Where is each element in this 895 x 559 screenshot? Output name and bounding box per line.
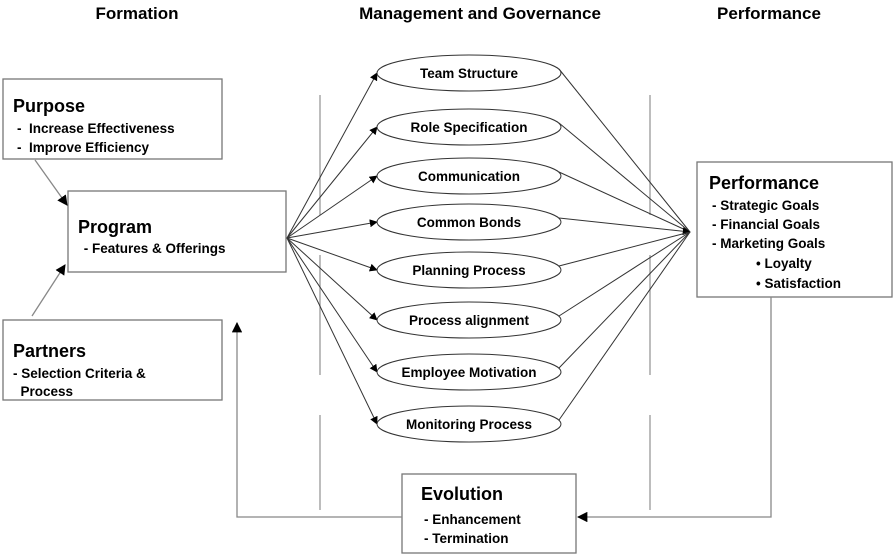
governance-element-ellipse [376,353,562,391]
governance-element-label: Role Specification [410,120,527,135]
governance-element-ellipse [376,54,562,92]
evolution-item: - Termination [424,531,509,546]
arrow-program-to-element [286,237,378,321]
line-element-to-performance [558,231,691,317]
governance-element-label: Common Bonds [417,215,521,230]
governance-element-ellipse [376,108,562,146]
arrow-program-to-element [286,237,378,425]
performance-item: - Financial Goals [712,217,820,232]
arrow-performance-to-evolution [576,297,772,523]
program-title: Program [78,217,152,237]
line-element-to-performance [558,217,691,236]
line-element-to-performance [558,231,691,267]
governance-element-label: Communication [418,169,520,184]
arrow-purpose-to-program [34,159,68,206]
arrow-evolution-to-program [231,321,402,518]
program-box: Program - Features & Offerings [67,190,287,273]
purpose-item: - Improve Efficiency [17,140,150,155]
partners-item: Process [13,384,73,399]
governance-element-label: Team Structure [420,66,519,81]
governance-element-label: Monitoring Process [406,417,532,432]
arrow-program-to-element [286,237,378,373]
line-element-to-performance [558,171,691,233]
arrow-partners-to-program [31,264,66,317]
evolution-box: Evolution - Enhancement - Termination [401,473,577,554]
performance-subitem: • Loyalty [756,256,812,271]
arrow-program-to-element [286,72,378,239]
governance-element-label: Planning Process [412,263,525,278]
header-management-governance: Management and Governance [359,4,601,23]
governance-element-ellipse [376,251,562,289]
line-element-to-performance [558,231,691,421]
purpose-box: Purpose - Increase Effectiveness - Impro… [2,78,223,160]
evolution-item: - Enhancement [424,512,521,527]
line-element-to-performance [558,68,691,233]
line-element-to-performance [558,122,691,233]
governance-element-ellipse [376,301,562,339]
arrow-program-to-element [286,175,378,239]
performance-item: - Marketing Goals [712,236,825,251]
partners-item: - Selection Criteria & [13,366,146,381]
arrow-program-to-element [286,219,378,239]
performance-title: Performance [709,173,819,193]
governance-element-label: Process alignment [409,313,530,328]
partners-box: Partners - Selection Criteria & Process [2,319,223,401]
governance-element-ellipse [376,203,562,241]
arrow-program-to-element [286,237,378,272]
partners-title: Partners [13,341,86,361]
line-element-to-performance [558,231,691,369]
header-formation: Formation [95,4,178,23]
performance-subitem: • Satisfaction [756,276,841,291]
arrow-program-to-element [286,126,378,239]
purpose-item: - Increase Effectiveness [17,121,175,136]
header-performance: Performance [717,4,821,23]
governance-element-label: Employee Motivation [401,365,536,380]
performance-item: - Strategic Goals [712,198,819,213]
governance-element-ellipse [376,405,562,443]
program-item: - Features & Offerings [80,241,226,256]
purpose-title: Purpose [13,96,85,116]
governance-element-ellipse [376,157,562,195]
evolution-title: Evolution [421,484,503,504]
performance-box: Performance - Strategic Goals - Financia… [696,161,893,298]
